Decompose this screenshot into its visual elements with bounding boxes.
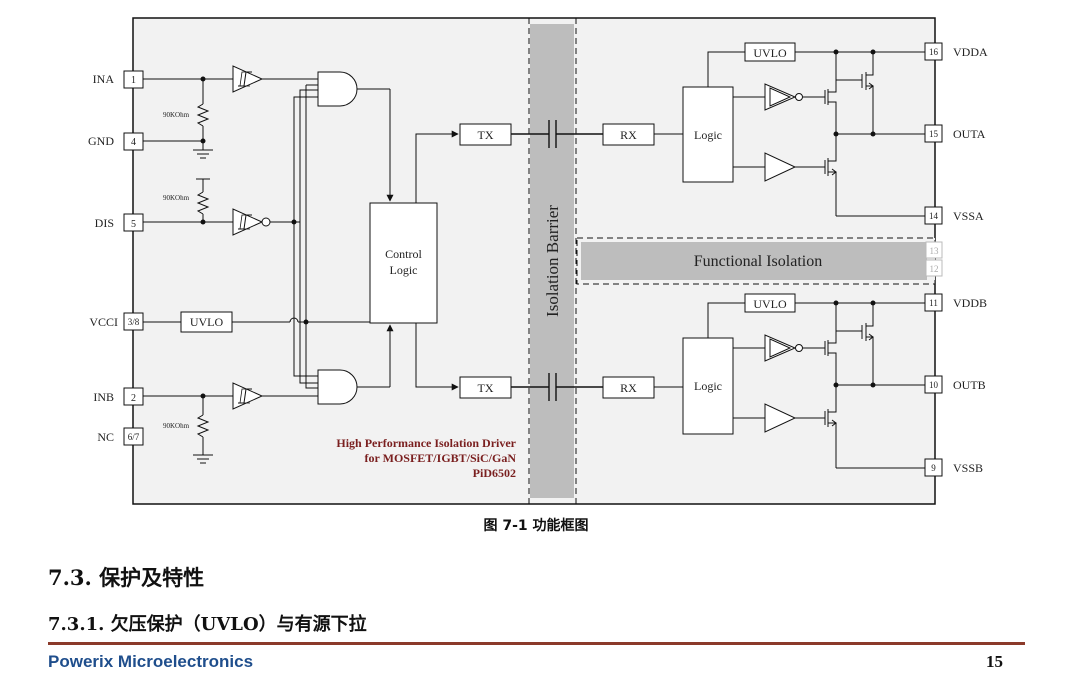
resistor-label-inb: 90KOhm — [163, 422, 190, 430]
pin-name-gnd: GND — [88, 134, 114, 148]
mosfet-a-pullup — [836, 52, 874, 134]
pin-name-vssb: VSSB — [953, 461, 983, 475]
schmitt-buffer-inb — [232, 382, 264, 410]
pin-num-vdda: 16 — [929, 47, 939, 57]
product-text-line3: PiD6502 — [473, 466, 516, 480]
resistor-label-ina: 90KOhm — [163, 111, 190, 119]
pin-name-inb: INB — [93, 390, 114, 404]
product-text-line2: for MOSFET/IGBT/SiC/GaN — [365, 451, 517, 465]
pin-num-ina: 1 — [131, 75, 136, 86]
pin-num-nc: 6/7 — [128, 432, 140, 442]
functional-block-diagram: Isolation Barrier Functional Isolation I… — [88, 17, 988, 505]
pin-num-nc-12: 12 — [930, 264, 939, 274]
mosfet-b-pullup — [836, 303, 874, 385]
rx-label-b: RX — [620, 381, 637, 395]
mosfet-a-high-small — [824, 52, 837, 134]
driver-a-low — [764, 152, 797, 182]
pin-num-dis: 5 — [131, 219, 136, 230]
schmitt-buffer-ina — [232, 65, 264, 93]
pin-name-vdda: VDDA — [953, 45, 988, 59]
pin-name-ina: INA — [93, 72, 115, 86]
mosfet-b-low — [824, 385, 837, 468]
functional-isolation-bar — [581, 242, 927, 280]
isolation-capacitor-a — [511, 120, 603, 148]
uvlo-label-b: UVLO — [753, 297, 787, 311]
rx-label-a: RX — [620, 128, 637, 142]
pin-num-outa: 15 — [929, 129, 939, 139]
tx-label-b: TX — [478, 381, 494, 395]
ground-symbol-1 — [193, 149, 213, 159]
mosfet-a-low — [824, 134, 837, 216]
pin-num-nc-13: 13 — [930, 246, 940, 256]
functional-isolation-label: Functional Isolation — [694, 253, 822, 270]
driver-b-high — [764, 334, 797, 362]
logic-label-b: Logic — [694, 379, 722, 393]
pin-num-vssb: 9 — [931, 463, 936, 473]
and-gate-b — [317, 369, 358, 405]
footer-company: Powerix Microelectronics — [48, 652, 254, 671]
uvlo-label-a: UVLO — [753, 46, 787, 60]
uvlo-label-input: UVLO — [190, 315, 224, 329]
control-logic-block — [369, 202, 438, 324]
control-logic-line2: Logic — [390, 263, 418, 277]
footer-page-number: 15 — [986, 652, 1003, 671]
product-text-line1: High Performance Isolation Driver — [336, 436, 516, 450]
schmitt-inverter-dis — [232, 208, 271, 236]
pin-name-vddb: VDDB — [953, 296, 987, 310]
pin-num-vssa: 14 — [929, 211, 939, 221]
figure-caption: 图 7-1 功能框图 — [483, 518, 589, 534]
driver-b-low — [764, 403, 797, 433]
ground-symbol-3 — [193, 454, 213, 464]
pin-name-outa: OUTA — [953, 127, 986, 141]
pin-name-outb: OUTB — [953, 378, 986, 392]
resistor-label-dis: 90KOhm — [163, 194, 190, 202]
footer-rule — [48, 642, 1025, 645]
control-logic-line1: Control — [385, 247, 422, 261]
pin-num-outb: 10 — [929, 380, 939, 390]
driver-a-high — [764, 83, 797, 111]
isolation-barrier — [530, 24, 574, 498]
mosfet-b-high-small — [824, 303, 837, 385]
isolation-barrier-label: Isolation Barrier — [543, 205, 562, 317]
and-gate-a — [317, 71, 358, 107]
pin-name-dis: DIS — [95, 216, 114, 230]
pin-name-nc: NC — [97, 430, 114, 444]
pin-name-vcci: VCCI — [89, 315, 118, 329]
isolation-capacitor-b — [511, 373, 603, 401]
subsection-heading: 7.3.1. 欠压保护（UVLO）与有源下拉 — [48, 614, 367, 635]
tx-label-a: TX — [478, 128, 494, 142]
pin-num-vcci: 3/8 — [128, 317, 140, 327]
pin-num-gnd: 4 — [131, 137, 136, 148]
pin-name-vssa: VSSA — [953, 209, 984, 223]
pin-num-vddb: 11 — [929, 298, 938, 308]
section-heading: 7.3. 保护及特性 — [48, 565, 205, 590]
logic-block-b — [682, 337, 734, 435]
logic-label-a: Logic — [694, 128, 722, 142]
pin-num-inb: 2 — [131, 393, 136, 404]
